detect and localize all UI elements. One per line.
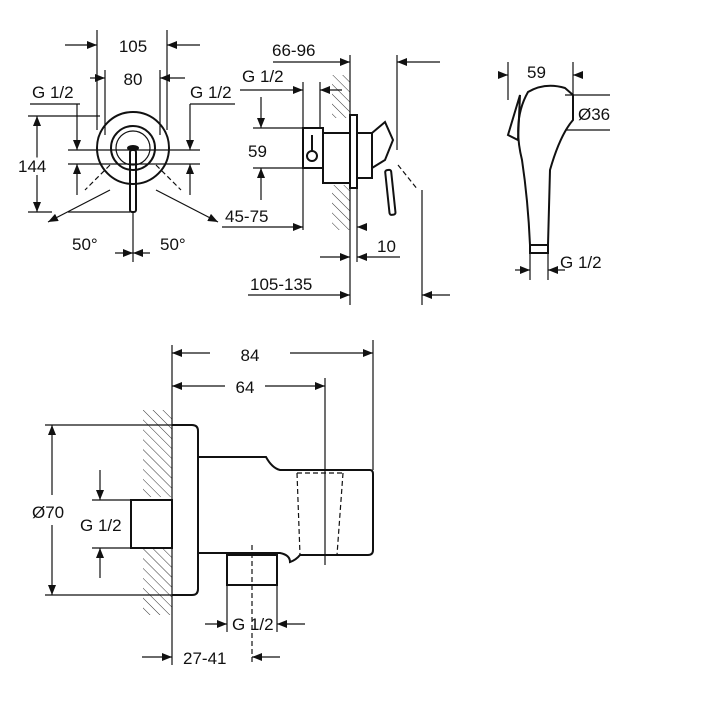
shower-holder-body	[198, 456, 374, 564]
inlet-thread	[130, 499, 173, 549]
front-view: 105 80 G 1/2 G 1/2 144 50° 50°	[15, 30, 235, 262]
outlet-thread-label: G 1/2	[232, 615, 274, 634]
angle-right-label: 50°	[160, 235, 186, 254]
wall-flange	[172, 424, 199, 596]
elbow-view: 84 64 Ø70 G 1/2 G 1/2 27-41	[29, 340, 374, 668]
dim-holder-depth: 64	[236, 378, 255, 397]
dim-total-range: 105-135	[250, 275, 312, 294]
dim-width-inner: 80	[124, 70, 143, 89]
dim-total-depth: 84	[241, 346, 260, 365]
wall-plate	[349, 114, 358, 189]
side-lever	[384, 168, 397, 216]
dim-outlet-offset: 27-41	[183, 649, 226, 668]
dim-offset-range: 45-75	[225, 207, 268, 226]
side-thread-label: G 1/2	[242, 67, 284, 86]
dim-depth-range: 66-96	[272, 41, 315, 60]
lever	[129, 149, 137, 213]
cover-plate	[96, 111, 170, 185]
handshower-view: 59 Ø36 G 1/2	[498, 62, 610, 280]
dim-height: 144	[18, 157, 46, 176]
hand-shower	[517, 84, 574, 246]
side-view: 66-96 G 1/2 59 45-75 10 105-135	[222, 41, 450, 305]
valve-body	[322, 132, 351, 184]
dim-plate: 10	[377, 237, 396, 256]
handshower-thread-label: G 1/2	[560, 253, 602, 272]
dim-width-outer: 105	[119, 37, 147, 56]
dim-diameter: Ø70	[32, 503, 64, 522]
dim-length: 59	[527, 63, 546, 82]
trigger	[506, 94, 521, 142]
dim-spacing: 59	[248, 142, 267, 161]
angle-left-label: 50°	[72, 235, 98, 254]
cartridge-ring	[110, 125, 156, 171]
inlet-thread-label: G 1/2	[80, 516, 122, 535]
thread-left-label: G 1/2	[32, 83, 74, 102]
dim-diameter: Ø36	[578, 105, 610, 124]
thread-right-label: G 1/2	[190, 83, 232, 102]
